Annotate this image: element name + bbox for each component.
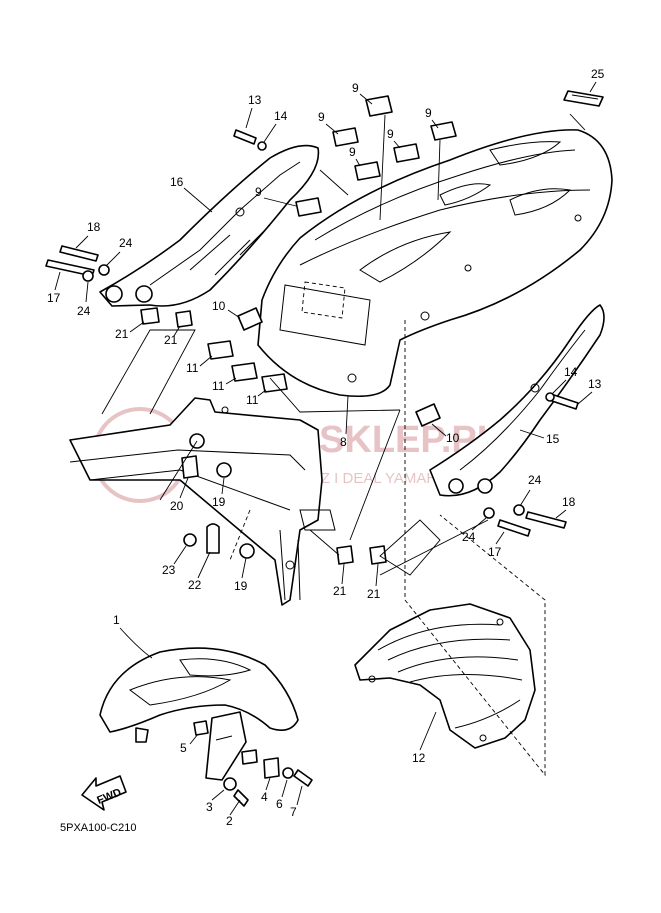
callout-18b: 18 xyxy=(562,495,576,509)
bolt-17-right xyxy=(497,519,531,537)
callout-9b: 9 xyxy=(318,110,325,124)
callout-17a: 17 xyxy=(47,291,61,305)
callout-2: 2 xyxy=(226,814,233,828)
right-fender-stay xyxy=(429,304,605,497)
bolt-13-right xyxy=(551,394,579,410)
callout-12: 12 xyxy=(412,751,426,765)
callout-21c: 21 xyxy=(333,584,347,598)
callout-24a: 24 xyxy=(119,236,133,250)
decal-9-e xyxy=(354,161,381,181)
callout-numbers: 1 2 3 4 5 6 7 8 9 9 9 9 9 9 10 10 11 11 xyxy=(47,67,605,828)
decal-9-b xyxy=(332,127,359,147)
callout-21d: 21 xyxy=(367,587,381,601)
clip-10-left xyxy=(237,307,263,331)
callout-22: 22 xyxy=(188,578,202,592)
collar-19 xyxy=(239,543,255,559)
grommet-20 xyxy=(181,455,199,479)
damper-4 xyxy=(263,757,280,779)
bolt-23 xyxy=(183,533,197,547)
callout-7: 7 xyxy=(290,805,297,819)
drawing-code: 5PXA100-C210 xyxy=(60,822,136,834)
callout-3: 3 xyxy=(206,800,213,814)
callout-9f: 9 xyxy=(255,185,262,199)
callout-10b: 10 xyxy=(446,431,460,445)
decal-9-d xyxy=(393,143,420,163)
bracket-22 xyxy=(206,523,220,554)
frame-hardware xyxy=(181,433,255,559)
callout-10a: 10 xyxy=(212,299,226,313)
decal-9-a xyxy=(365,95,393,117)
callout-16: 16 xyxy=(170,175,184,189)
callout-9a: 9 xyxy=(352,81,359,95)
fasteners xyxy=(45,129,579,537)
callout-8: 8 xyxy=(340,435,347,449)
washer-24-left-a xyxy=(98,264,110,276)
callout-6: 6 xyxy=(276,797,283,811)
collar-3 xyxy=(223,777,237,791)
decal-9-c xyxy=(430,121,457,141)
callout-20: 20 xyxy=(170,499,184,513)
callout-24c: 24 xyxy=(528,473,542,487)
callout-19b: 19 xyxy=(234,579,248,593)
callout-23: 23 xyxy=(162,563,176,577)
clip-10-right xyxy=(415,403,441,427)
bolt-2 xyxy=(233,789,249,807)
rear-frame xyxy=(69,397,336,606)
decal-25 xyxy=(563,90,604,107)
callout-18a: 18 xyxy=(87,220,101,234)
bolt-13-left xyxy=(233,129,257,145)
callout-24b: 24 xyxy=(77,304,91,318)
callout-17b: 17 xyxy=(488,545,502,559)
decal-9-f xyxy=(295,197,322,217)
assembly-lines xyxy=(101,113,586,777)
bolt-5 xyxy=(193,720,209,736)
callout-14a: 14 xyxy=(274,109,288,123)
washer-6 xyxy=(282,767,294,779)
callout-4: 4 xyxy=(261,790,268,804)
collars-21 xyxy=(140,307,387,565)
front-fender-bracket xyxy=(205,711,247,781)
callout-25: 25 xyxy=(591,67,605,81)
washer-24-right-a xyxy=(513,504,525,516)
callout-21b: 21 xyxy=(164,333,178,347)
callout-9d: 9 xyxy=(387,127,394,141)
callout-9c: 9 xyxy=(425,106,432,120)
callout-11a: 11 xyxy=(186,361,199,375)
bolt-7 xyxy=(293,769,313,787)
forward-arrow: FWD xyxy=(81,775,127,811)
callout-13b: 13 xyxy=(588,377,602,391)
callout-11b: 11 xyxy=(212,379,225,393)
callout-9e: 9 xyxy=(349,145,356,159)
callout-5: 5 xyxy=(180,741,187,755)
callout-13a: 13 xyxy=(248,93,262,107)
washer-24-left-b xyxy=(82,270,94,282)
rear-fender xyxy=(257,129,613,398)
decal-labels xyxy=(295,95,457,217)
callout-19a: 19 xyxy=(212,495,226,509)
inner-fender xyxy=(354,603,536,749)
front-fender xyxy=(99,647,299,781)
callout-11c: 11 xyxy=(246,393,259,407)
bolt-18-right xyxy=(525,511,567,529)
callout-15: 15 xyxy=(546,432,560,446)
callout-24d: 24 xyxy=(462,530,476,544)
washer-14-left xyxy=(257,141,267,151)
callout-21a: 21 xyxy=(115,327,129,341)
callout-1: 1 xyxy=(113,613,120,627)
callout-14b: 14 xyxy=(564,365,578,379)
bolt-18-left xyxy=(59,245,99,262)
left-fender-stay xyxy=(99,144,320,307)
washer-14-right xyxy=(545,392,555,402)
washer-24-right-b xyxy=(483,507,495,519)
front-fender-hardware xyxy=(193,720,313,807)
